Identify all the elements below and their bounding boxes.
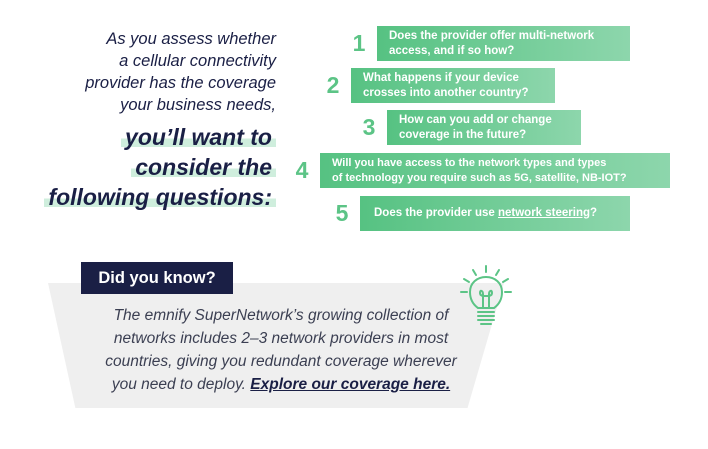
question-box: Does the provider use network steering? (360, 196, 630, 231)
question-item: 3 How can you add or change coverage in … (358, 110, 581, 145)
question-text: access, and if so how? (389, 44, 515, 57)
question-box: What happens if your device crosses into… (351, 68, 555, 103)
question-text: Does the provider use (374, 207, 498, 219)
question-number: 2 (326, 72, 340, 98)
question-item: 4 Will you have access to the network ty… (291, 153, 670, 188)
did-you-know-text: The emnify SuperNetwork’s growing collec… (78, 304, 484, 396)
question-text: What happens if your device (363, 71, 519, 84)
intro-emphasis: you’ll want to consider the following qu… (20, 122, 276, 212)
question-item: 5 Does the provider use network steering… (331, 196, 630, 231)
intro-line: a cellular connectivity (119, 52, 276, 70)
question-text: coverage in the future? (399, 128, 527, 141)
question-text: ? (590, 207, 598, 219)
did-you-know-line: you need to deploy. (111, 376, 251, 393)
question-item: 1 Does the provider offer multi-network … (348, 26, 630, 61)
emphasis-line: following questions: (44, 184, 276, 210)
did-you-know-panel (48, 283, 504, 408)
intro-line: As you assess whether (106, 30, 276, 48)
question-number: 5 (335, 200, 349, 226)
question-text: crosses into another country? (363, 86, 529, 99)
question-box: How can you add or change coverage in th… (387, 110, 581, 145)
did-you-know-title: Did you know? (81, 262, 233, 294)
intro-line: your business needs, (120, 96, 276, 114)
question-item: 2 What happens if your device crosses in… (322, 68, 555, 103)
question-text: How can you add or change (399, 113, 552, 126)
question-text: Does the provider offer multi-network (389, 29, 595, 42)
question-text: Will you have access to the network type… (332, 156, 607, 169)
did-you-know-line: countries, giving you redundant coverage… (105, 353, 457, 370)
question-number: 3 (362, 114, 376, 140)
lightbulb-icon (460, 265, 512, 325)
explore-coverage-link[interactable]: Explore our coverage here. (250, 376, 451, 393)
question-number: 4 (295, 157, 309, 183)
question-box: Does the provider offer multi-network ac… (377, 26, 630, 61)
emphasis-line: consider the (131, 154, 276, 180)
network-steering-link[interactable]: network steering (497, 207, 591, 219)
did-you-know-line: networks includes 2–3 network providers … (113, 330, 449, 347)
intro-text: As you assess whether a cellular connect… (20, 28, 276, 116)
did-you-know-line: The emnify SuperNetwork’s growing collec… (113, 307, 449, 324)
intro-block: As you assess whether a cellular connect… (20, 28, 276, 212)
question-number: 1 (352, 30, 366, 56)
emphasis-line: you’ll want to (121, 124, 276, 150)
intro-line: provider has the coverage (85, 74, 276, 92)
question-text: of technology you require such as 5G, sa… (332, 171, 627, 184)
question-box: Will you have access to the network type… (320, 153, 670, 188)
